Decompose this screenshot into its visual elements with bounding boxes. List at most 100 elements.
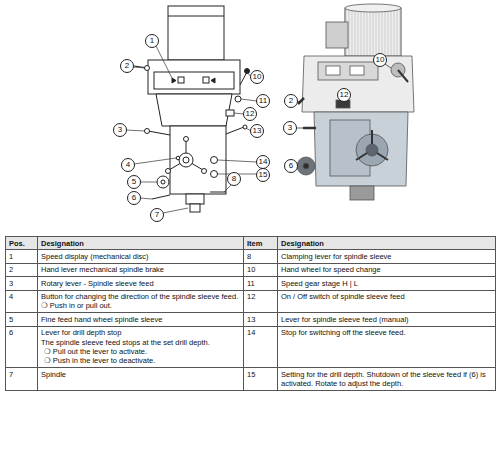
table-cell: 11 — [244, 277, 278, 290]
table-cell: 12 — [244, 290, 278, 313]
table-text: Speed gear stage H | L — [281, 279, 492, 288]
table-text: 10 — [247, 265, 274, 274]
table-cell: 1 — [6, 250, 38, 263]
table-cell: 15 — [244, 368, 278, 391]
table-text: ❍ Push in or pull out. — [41, 301, 240, 310]
depth-setting — [211, 171, 218, 178]
head-photo — [302, 56, 414, 112]
table-cell: Hand wheel for speed change — [278, 263, 496, 276]
table-text: 6 — [9, 328, 34, 337]
callout-circle: 2 — [284, 94, 298, 108]
table-text: ❍ Pull out the lever to activate. — [41, 347, 240, 356]
table-cell: 10 — [244, 263, 278, 276]
table-cell: On / Off switch of spindle sleeve feed — [278, 290, 496, 313]
table-text: Fine feed hand wheel spindle sleeve — [41, 315, 240, 324]
table-text: Button for changing the direction of the… — [41, 292, 240, 301]
table-text: Setting for the drill depth. Shutdown of… — [281, 370, 492, 389]
table-text: 13 — [247, 315, 274, 324]
gear-knob — [235, 96, 241, 102]
table-text: Lever for drill depth stop — [41, 328, 240, 337]
table-text: Rotary lever - Spindle sleeve feed — [41, 279, 240, 288]
table-cell: Clamping lever for spindle sleeve — [278, 250, 496, 263]
table-cell: Speed gear stage H | L — [278, 277, 496, 290]
table-cell: 6 — [6, 326, 38, 368]
callout-number: 10 — [376, 56, 385, 64]
table-text: 14 — [247, 328, 274, 337]
table-cell: Stop for switching off the sleeve feed. — [278, 326, 496, 368]
table-text: 4 — [9, 292, 34, 301]
callout-number: 12 — [340, 91, 349, 99]
callout-number: 1 — [150, 37, 154, 45]
table-cell: 13 — [244, 313, 278, 326]
speed-handwheel — [240, 72, 247, 85]
brake-lever-photo — [298, 98, 304, 104]
table-text: On / Off switch of spindle sleeve feed — [281, 292, 492, 301]
table-text: 11 — [247, 279, 274, 288]
table-cell: Rotary lever - Spindle sleeve feed — [38, 277, 244, 290]
gear-housing — [156, 94, 232, 126]
callout-number: 4 — [126, 161, 130, 169]
machine-photo — [297, 4, 414, 200]
quill-housing — [170, 126, 226, 194]
table-cell: 3 — [6, 277, 38, 290]
fine-feed-wheel — [157, 176, 169, 188]
table-text: ❍ Push in the lever to deactivate. — [41, 356, 240, 365]
table-row: 4 Button for changing the direction of th… — [6, 290, 496, 313]
table-cell: 8 — [244, 250, 278, 263]
table-text: 12 — [247, 292, 274, 301]
table-text: Lever for spindle sleeve feed (manual) — [281, 315, 492, 324]
callout-circle: 10 — [250, 70, 264, 84]
callout-number: 5 — [132, 178, 136, 186]
table-row: Pos. Designation Item Designation — [6, 237, 496, 250]
table-text: Item — [247, 239, 274, 248]
callout-number: 3 — [288, 124, 292, 132]
table-cell: Spindle — [38, 368, 244, 391]
table-text: Hand wheel for speed change — [281, 265, 492, 274]
table-text: Designation — [281, 239, 492, 248]
callout-circle: 3 — [283, 121, 297, 135]
table-text: Pos. — [9, 239, 34, 248]
table-text: Designation — [41, 239, 240, 248]
feed-handwheel — [179, 153, 193, 167]
table-cell: Lever for drill depth stopThe spindle sl… — [38, 326, 244, 368]
callout-circle: 14 — [256, 155, 270, 169]
table-cell: Item — [244, 237, 278, 250]
table-row: 6 Lever for drill depth stopThe spindle s… — [6, 326, 496, 368]
table-row: 5Fine feed hand wheel spindle sleeve 13 Le… — [6, 313, 496, 326]
callout-number: 8 — [232, 175, 236, 183]
table-cell: Designation — [38, 237, 244, 250]
leader-lines — [126, 46, 257, 213]
spindle-photo — [350, 186, 374, 200]
direction-button — [176, 156, 180, 160]
callout-circle: 1 — [145, 34, 159, 48]
callout-number: 14 — [259, 158, 268, 166]
spindle — [186, 194, 204, 204]
depth-stop-photo — [297, 157, 315, 175]
callout-number: 3 — [118, 126, 122, 134]
head-housing — [148, 60, 240, 94]
callout-number: 6 — [289, 162, 293, 170]
callout-circle: 5 — [127, 175, 141, 189]
table-text: 1 — [9, 252, 34, 261]
table-cell: 7 — [6, 368, 38, 391]
table-cell: 5 — [6, 313, 38, 326]
callout-circle: 12 — [337, 88, 351, 102]
feed-switch — [226, 110, 234, 116]
table-text: 3 — [9, 279, 34, 288]
quill-housing-photo — [314, 112, 408, 186]
callout-layer: 121011123134145156871021236 — [0, 0, 500, 230]
parts-table: Pos.DesignationItemDesignation1Speed dis… — [5, 236, 496, 391]
callout-circle: 3 — [113, 123, 127, 137]
table-text: 15 — [247, 370, 274, 379]
table-cell: Pos. — [6, 237, 38, 250]
table-cell: Button for changing the direction of the… — [38, 290, 244, 313]
table-row: 3 Rotary lever - Spindle sleeve feed 11 Spe… — [6, 277, 496, 290]
motor — [168, 6, 224, 60]
rotary-lever-photo — [303, 127, 316, 130]
callout-circle: 10 — [373, 53, 387, 67]
callout-circle: 15 — [256, 168, 270, 182]
table-row: 7Spindle15 Setting for the drill depth. S… — [6, 368, 496, 391]
table-text: Clamping lever for spindle sleeve — [281, 252, 492, 261]
callout-circle: 6 — [127, 191, 141, 205]
